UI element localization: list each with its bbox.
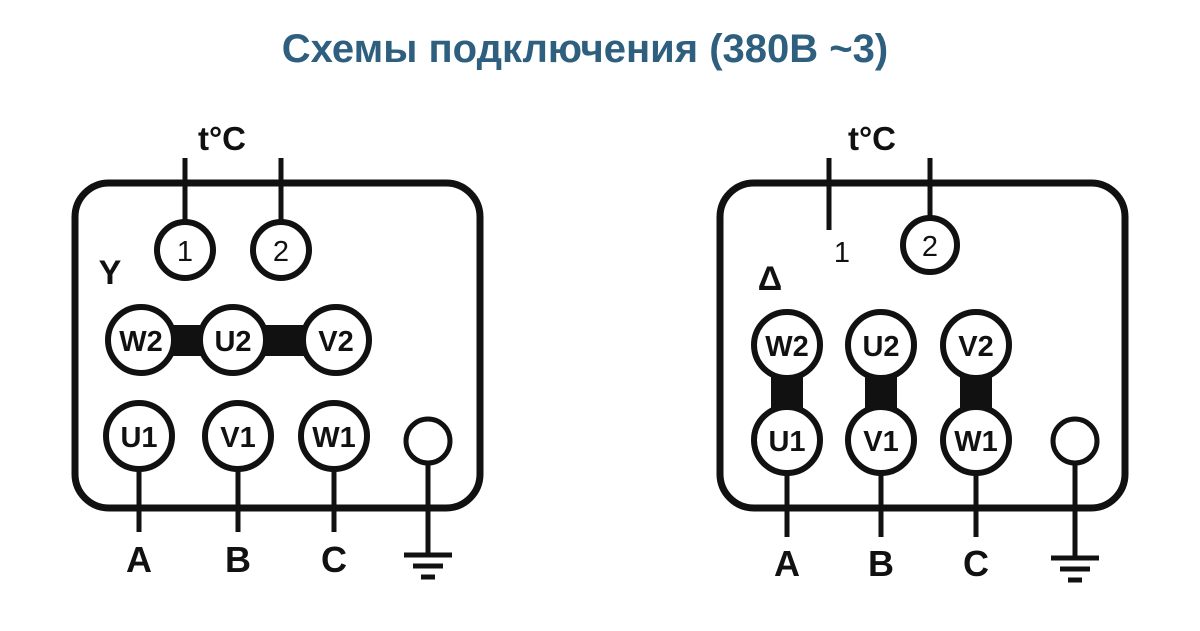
star-terminal-w1 bbox=[298, 400, 370, 472]
star-terminal-w2-label: W2 bbox=[119, 326, 163, 358]
delta-earth-terminal bbox=[1050, 416, 1100, 466]
star-terminal-u1-label: U1 bbox=[120, 422, 157, 454]
delta-connection-symbol: Δ bbox=[758, 260, 782, 298]
star-terminal-v2 bbox=[300, 304, 372, 376]
star-thermo-terminal-1-label: 1 bbox=[177, 236, 193, 268]
star-thermo-terminal-1 bbox=[154, 219, 216, 281]
star-earth-icon bbox=[404, 552, 452, 580]
star-terminal-v2-label: V2 bbox=[318, 326, 353, 358]
star-diagram: t°C 1 2 Y W2 U2 V2 U1 V1 W1 bbox=[71, 120, 484, 580]
star-terminal-v1-label: V1 bbox=[220, 422, 255, 454]
star-phase-a-label: A bbox=[126, 539, 152, 580]
delta-thermo-terminal-1-label: 1 bbox=[834, 237, 850, 269]
star-terminal-w1-label: W1 bbox=[312, 422, 356, 454]
star-terminal-w2 bbox=[105, 304, 177, 376]
delta-terminal-box bbox=[716, 179, 1129, 512]
delta-terminal-w1-label: W1 bbox=[954, 426, 998, 458]
star-earth-terminal bbox=[403, 416, 453, 466]
star-terminal-v1 bbox=[202, 400, 274, 472]
delta-terminal-w2 bbox=[751, 309, 823, 381]
delta-diagram: t°C 1 2 Δ W2 U2 V2 U1 V1 W1 bbox=[716, 120, 1129, 584]
star-phase-c-label: C bbox=[321, 539, 347, 580]
delta-terminal-u1-label: U1 bbox=[768, 426, 805, 458]
delta-phase-a-label: A bbox=[774, 543, 800, 584]
delta-terminal-v2-label: V2 bbox=[958, 331, 993, 363]
page-title: Схемы подключения (380В ~3) bbox=[282, 27, 888, 71]
star-thermo-terminal-2 bbox=[250, 219, 312, 281]
delta-phase-c-label: C bbox=[963, 543, 989, 584]
star-thermo-terminal-2-label: 2 bbox=[273, 236, 289, 268]
delta-terminal-v1 bbox=[845, 404, 917, 476]
delta-terminal-u2 bbox=[845, 309, 917, 381]
star-terminal-u2-label: U2 bbox=[214, 326, 251, 358]
delta-terminal-w1 bbox=[940, 404, 1012, 476]
delta-phase-b-label: B bbox=[868, 543, 894, 584]
star-connection-symbol: Y bbox=[99, 254, 122, 292]
delta-terminal-v1-label: V1 bbox=[863, 426, 898, 458]
delta-terminal-u1 bbox=[751, 404, 823, 476]
star-phase-b-label: B bbox=[225, 539, 251, 580]
star-thermo-label: t°C bbox=[198, 120, 246, 157]
star-terminal-u2 bbox=[197, 304, 269, 376]
delta-terminal-w2-label: W2 bbox=[765, 331, 809, 363]
delta-thermo-label: t°C bbox=[848, 120, 896, 157]
delta-terminal-v2 bbox=[940, 309, 1012, 381]
star-terminal-u1 bbox=[103, 400, 175, 472]
delta-thermo-terminal-2-label: 2 bbox=[922, 231, 938, 263]
delta-thermo-terminal-2 bbox=[900, 215, 960, 275]
delta-earth-icon bbox=[1051, 555, 1099, 583]
delta-terminal-u2-label: U2 bbox=[862, 331, 899, 363]
